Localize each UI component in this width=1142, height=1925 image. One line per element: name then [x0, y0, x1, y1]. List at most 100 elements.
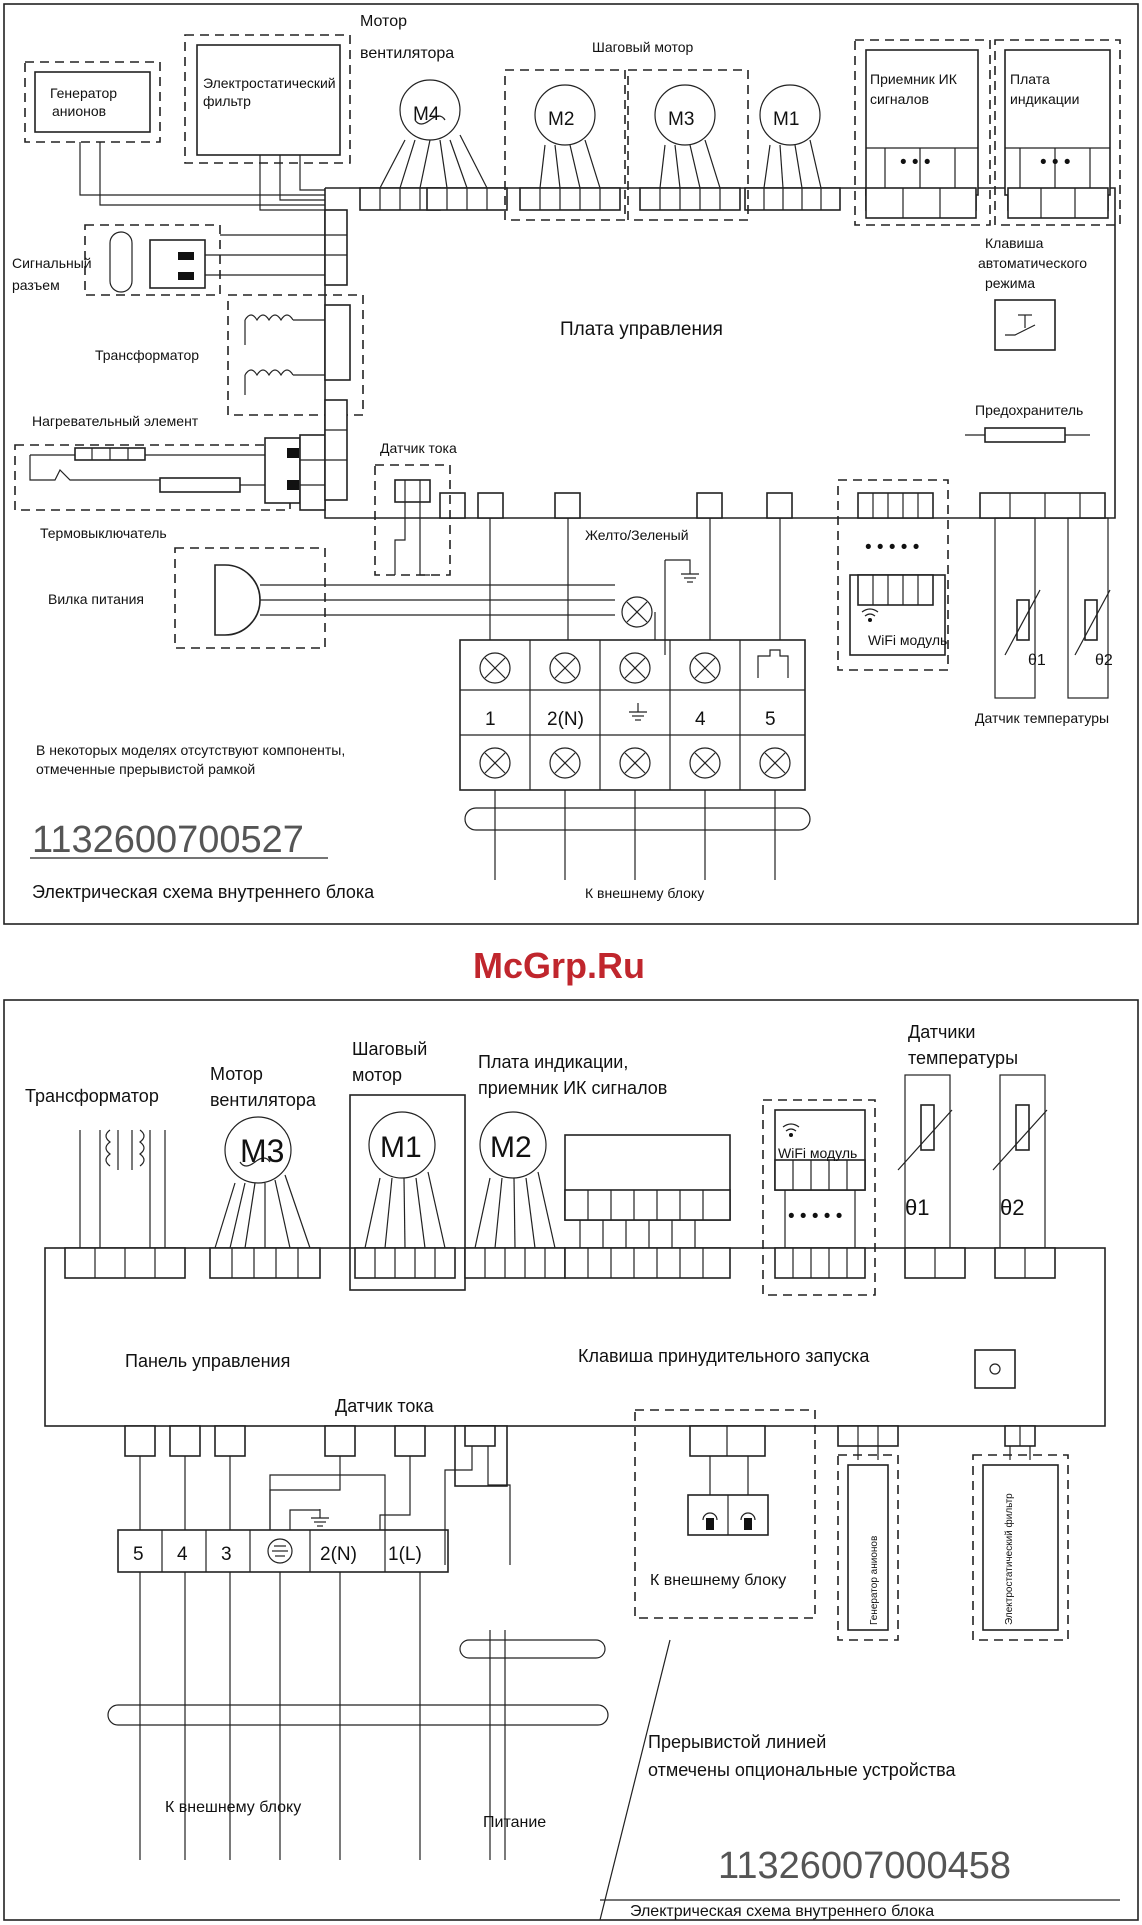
transformer-label-2: Трансформатор: [25, 1086, 159, 1106]
power-label: Питание: [483, 1814, 546, 1831]
power-plug-label: Вилка питания: [48, 591, 144, 607]
terminal-2n-label-2: 2(N): [320, 1544, 357, 1565]
display-ir-label-1: Плата индикации,: [478, 1052, 628, 1072]
anion-gen-label-1: Генератор: [50, 85, 117, 101]
transformer-2: [64, 1129, 186, 1279]
terminal-4-label: 4: [695, 709, 706, 730]
theta-2-label: θ2: [1095, 652, 1113, 669]
step-motor-frame-2: [349, 1094, 466, 1291]
diagram-2-labels: Трансформатор Мотор вентилятора Шаговый …: [25, 1022, 1024, 1920]
step-motor-label-2-1: Шаговый: [352, 1039, 427, 1059]
watermark: McGrp.Ru: [473, 945, 645, 986]
outdoor-cable-1: [464, 807, 811, 831]
terminal-4-label-2: 4: [177, 1544, 188, 1565]
step-motor-m2: [534, 84, 601, 189]
ir-dots: • • •: [900, 152, 931, 173]
motor-m2-label: M2: [548, 109, 574, 130]
note-1-line-1: В некоторых моделях отсутствуют компонен…: [36, 742, 345, 758]
es-filter: [196, 44, 341, 156]
step-motor-m1-2: [354, 1111, 456, 1279]
signal-conn-label-2: разъем: [12, 277, 60, 293]
theta-1-label-2: θ1: [905, 1195, 929, 1220]
power-cable: [459, 1639, 606, 1659]
es-filter-2: [982, 1464, 1059, 1631]
theta-2-label-2: θ2: [1000, 1195, 1024, 1220]
signal-connector-frame: [84, 224, 221, 296]
terminal-block-2: [117, 1529, 449, 1573]
diagram-2: [3, 999, 1139, 1921]
wifi-label-2: WiFi модуль: [778, 1145, 857, 1161]
signal-connector: [149, 239, 206, 289]
motor-m1-label-2: M1: [380, 1131, 422, 1164]
step-motor-label: Шаговый мотор: [592, 39, 694, 55]
motor-m4-label: M4: [413, 104, 440, 125]
yellow-green-label: Желто/Зеленый: [585, 527, 689, 543]
anion-generator: [34, 71, 151, 133]
terminal-block-1: [459, 639, 806, 791]
anion-generator-2: [847, 1464, 889, 1631]
heater-label: Нагревательный элемент: [32, 413, 199, 429]
fan-motor-m4: [379, 79, 488, 189]
title-2: Электрическая схема внутреннего блока: [630, 1903, 934, 1920]
heater-element: [159, 477, 241, 493]
control-panel-label: Панель управления: [125, 1351, 290, 1371]
outdoor-connector-frame: [634, 1409, 816, 1619]
temp-sensors-label-1: Датчики: [908, 1022, 975, 1042]
step-motor-m2-2: [464, 1111, 566, 1279]
auto-key-label-2: автоматического: [978, 255, 1087, 271]
terminal-5-label: 5: [765, 709, 776, 730]
display-board: [1004, 49, 1111, 196]
temp-sensor-1: [994, 517, 1036, 699]
es-filter-frame: [184, 34, 351, 164]
es-filter-frame-2: [972, 1454, 1069, 1641]
title-1: Электрическая схема внутреннего блока: [32, 882, 375, 902]
transformer-label: Трансформатор: [95, 347, 199, 363]
anion-gen-label-2: анионов: [52, 103, 106, 119]
fuse: [984, 427, 1066, 443]
terminal-3-label-2: 3: [221, 1544, 232, 1565]
diagram-1-frame: [3, 3, 1139, 925]
temp-sensor-label: Датчик температуры: [975, 710, 1109, 726]
current-sensor-frame: [374, 464, 451, 576]
terminal-2-label: 2(N): [547, 709, 584, 730]
temp-sensors-2: [897, 1074, 1056, 1279]
power-plug-frame: [174, 547, 326, 649]
force-key-label: Клавиша принудительного запуска: [578, 1346, 870, 1366]
step-motor-m1: [759, 84, 822, 189]
diagram-1: [3, 3, 1139, 925]
ir-receiver-label-1: Приемник ИК: [870, 71, 958, 87]
display-board-frame: [994, 39, 1121, 226]
step-motor-m3: [654, 84, 721, 189]
current-sensor-label: Датчик тока: [380, 440, 457, 456]
note-2-line-1: Прерывистой линией: [648, 1732, 826, 1752]
fan-motor-label-2: вентилятора: [360, 45, 454, 62]
ir-receiver-label-2: сигналов: [870, 91, 929, 107]
outdoor-cable-2: [107, 1704, 609, 1726]
control-board-label: Плата управления: [560, 319, 723, 340]
temp-sensor-2: [1067, 517, 1109, 699]
transformer-frame: [227, 294, 364, 416]
wifi-dots-2: • • • • •: [788, 1206, 842, 1227]
display-ir-board-2: [564, 1134, 731, 1279]
fuse-label: Предохранитель: [975, 402, 1083, 418]
motor-m3-label-2: M3: [240, 1133, 284, 1169]
fan-motor-label-2-1: Мотор: [210, 1064, 263, 1084]
auto-key-label-1: Клавиша: [985, 235, 1044, 251]
es-filter-label-2: фильтр: [203, 93, 251, 109]
display-dots: • • •: [1040, 152, 1071, 173]
terminal-5-label-2: 5: [133, 1544, 144, 1565]
to-outdoor-2: К внешнему блоку: [165, 1799, 301, 1816]
to-outdoor-small: К внешнему блоку: [650, 1572, 786, 1589]
theta-1-label: θ1: [1028, 652, 1046, 669]
es-filter-label-2: Электростатический фильтр: [1003, 1493, 1015, 1625]
wifi-label-1: WiFi модуль: [868, 632, 947, 648]
code-1: 1132600700527: [32, 819, 304, 861]
fan-motor-m3-2: [209, 1116, 321, 1279]
es-filter-label-1: Электростатический: [203, 75, 336, 91]
force-start-key: [974, 1349, 1016, 1389]
current-sensor-label-2: Датчик тока: [335, 1396, 435, 1416]
temp-sensors-label-2: температуры: [908, 1048, 1018, 1068]
step-motor-m3-frame: [627, 69, 749, 221]
anion-generator-frame-2: [837, 1454, 899, 1641]
wifi-dots-1: • • • • •: [865, 537, 919, 558]
